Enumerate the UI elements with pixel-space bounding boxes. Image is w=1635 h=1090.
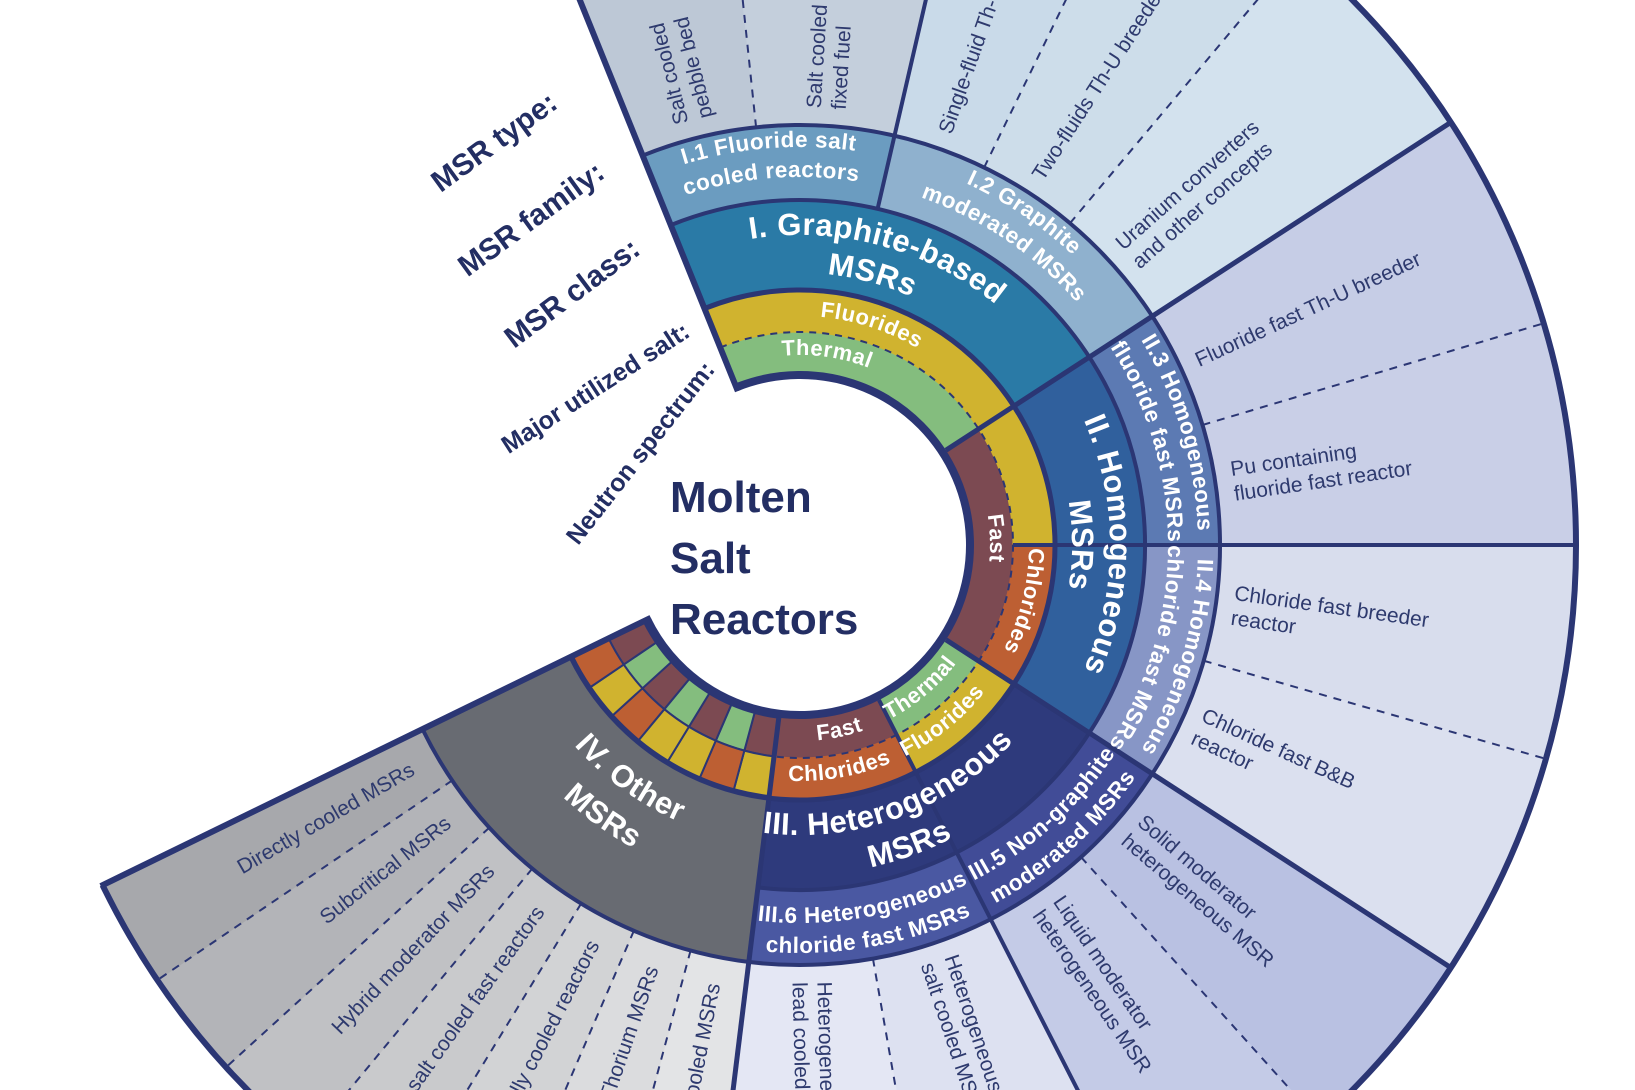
salt-class-divider: [568, 287, 1058, 803]
family-type-divider: [420, 123, 1222, 967]
center-title-line: Salt: [670, 534, 751, 583]
label-type-het-lead-cooled: Heterogeneouslead cooled MSRs: [787, 981, 839, 1090]
class-divider: [944, 119, 1454, 453]
label-class-II: MSRs: [1062, 498, 1101, 593]
spectrum-salt-divider: [719, 331, 1014, 759]
label-spectrum-fast-1: Fast: [983, 512, 1010, 563]
center-title-line: Reactors: [670, 595, 858, 644]
outer-border: [99, 0, 1579, 1090]
gap-edge-end: [99, 615, 653, 889]
center-title-line: Molten: [670, 473, 812, 522]
family-divider: [877, 699, 1080, 1090]
inner-circle-border: [643, 371, 974, 719]
gap-edge-start: [576, 0, 741, 393]
class-divider: [944, 637, 1454, 971]
class-family-divider: [670, 198, 1148, 892]
family-divider: [875, 0, 928, 210]
class-divider: [730, 717, 782, 1090]
